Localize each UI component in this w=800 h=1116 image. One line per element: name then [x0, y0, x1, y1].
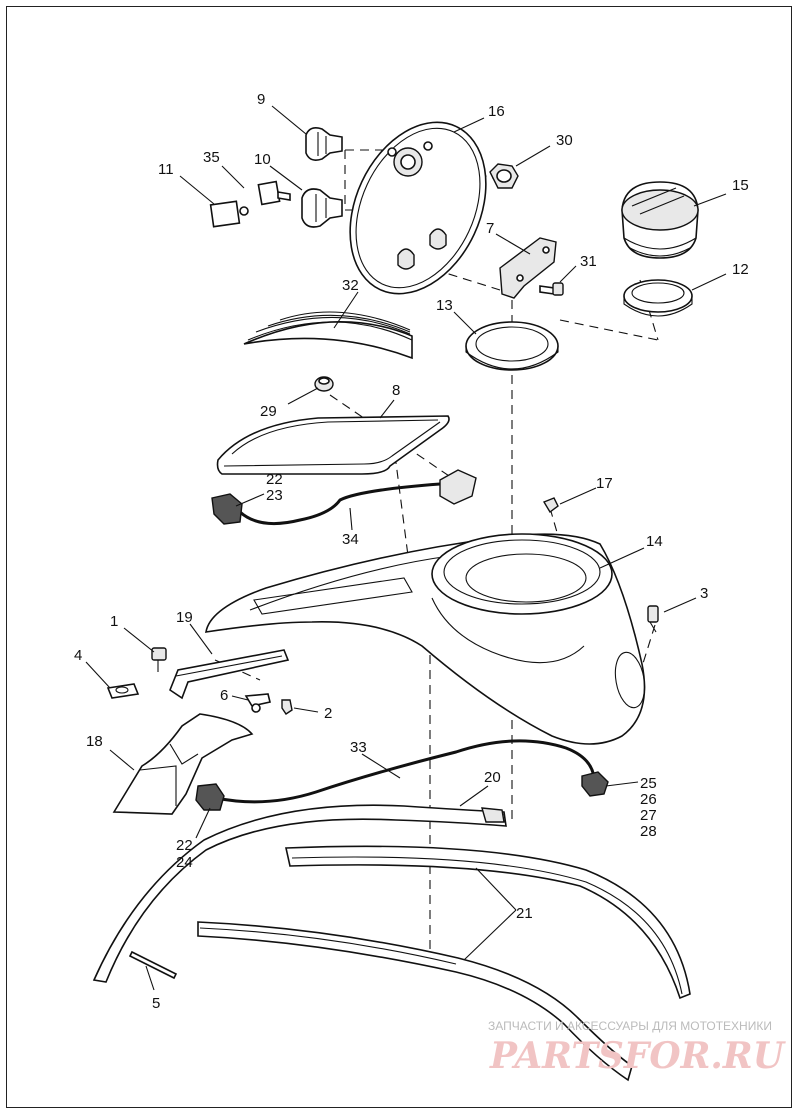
callout-12: 12 — [732, 261, 749, 278]
part-30-nut — [489, 163, 519, 189]
callout-23: 23 — [266, 487, 283, 504]
part-35-clip — [257, 180, 291, 206]
leader-lines — [85, 105, 727, 991]
part-7-bracket — [499, 237, 557, 299]
watermark-logo: PARTSFOR.RU — [489, 1035, 787, 1077]
watermark-tagline: ЗАПЧАСТИ И АКСЕССУАРЫ ДЛЯ МОТОТЕХНИКИ — [488, 1019, 772, 1033]
callout-1: 1 — [110, 613, 118, 630]
callout-27: 27 — [640, 807, 657, 824]
part-10-bulb — [301, 188, 343, 228]
callout-13: 13 — [436, 297, 453, 314]
callout-22-upper: 22 — [266, 471, 283, 488]
callout-8: 8 — [392, 382, 400, 399]
callout-6: 6 — [220, 687, 228, 704]
part-6-clip — [244, 693, 271, 713]
part-12-seal-ring — [623, 279, 693, 317]
part-4-washer — [106, 683, 140, 699]
callout-35: 35 — [203, 149, 220, 166]
part-2-screw — [281, 699, 293, 715]
callout-33: 33 — [350, 739, 367, 756]
callout-20: 20 — [484, 769, 501, 786]
callout-10: 10 — [254, 151, 271, 168]
callout-21: 21 — [516, 905, 533, 922]
callout-17: 17 — [596, 475, 613, 492]
watermark: ЗАПЧАСТИ И АКСЕССУАРЫ ДЛЯ МОТОТЕХНИКИ PA… — [488, 1019, 787, 1077]
callout-34: 34 — [342, 531, 359, 548]
part-18-bracket — [112, 713, 254, 815]
part-8-lens-panel — [216, 415, 450, 475]
part-1-bolt — [151, 647, 167, 672]
callout-15: 15 — [732, 177, 749, 194]
callout-22-lower: 22 — [176, 837, 193, 854]
part-5-pin — [128, 950, 178, 980]
callout-9: 9 — [257, 91, 265, 108]
part-3-screw — [647, 605, 659, 633]
callout-16: 16 — [488, 103, 505, 120]
callout-4: 4 — [74, 647, 82, 664]
part-21-trim — [197, 845, 691, 1082]
callout-7: 7 — [486, 220, 494, 237]
part-34-harness — [211, 469, 477, 526]
callout-28: 28 — [640, 823, 657, 840]
part-32-trim-strip — [243, 311, 413, 360]
callout-19: 19 — [176, 609, 193, 626]
callout-26: 26 — [640, 791, 657, 808]
callout-2: 2 — [324, 705, 332, 722]
part-33-harness — [195, 739, 609, 811]
callout-5: 5 — [152, 995, 160, 1012]
part-20-strip — [92, 804, 507, 983]
callout-11: 11 — [158, 161, 174, 178]
callout-32: 32 — [342, 277, 359, 294]
callout-30: 30 — [556, 132, 573, 149]
part-9-bulb — [305, 127, 343, 161]
part-17-plug — [542, 497, 559, 514]
callout-18: 18 — [86, 733, 103, 750]
part-14-console — [205, 533, 646, 745]
part-15-fuel-cap — [621, 181, 699, 259]
callout-31: 31 — [580, 253, 597, 270]
part-13-gasket — [465, 321, 559, 371]
part-31-screw — [539, 282, 564, 296]
callout-labels: 9 16 30 35 10 11 15 7 31 12 32 13 8 29 2… — [74, 91, 749, 1012]
callout-25: 25 — [640, 775, 657, 792]
callout-3: 3 — [700, 585, 708, 602]
part-29-grommet — [314, 376, 334, 392]
callout-14: 14 — [646, 533, 663, 550]
callout-29: 29 — [260, 403, 277, 420]
callout-24: 24 — [176, 854, 193, 871]
part-19-bracket — [169, 649, 290, 700]
part-11-clip — [209, 200, 249, 228]
part-16-plate — [349, 121, 487, 295]
